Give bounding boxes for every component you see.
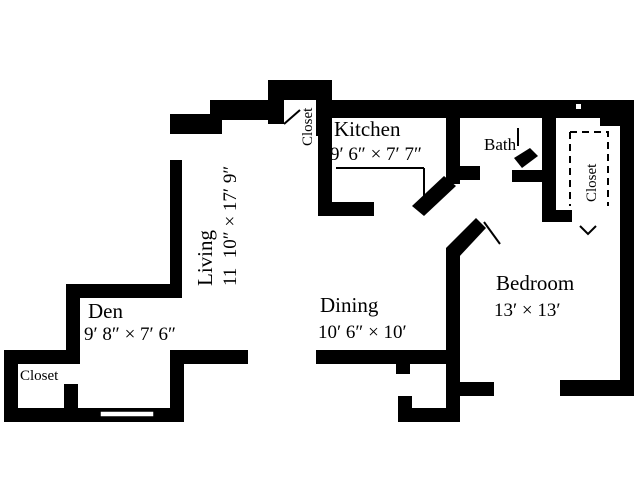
wall xyxy=(514,148,538,168)
wall xyxy=(412,176,456,216)
wall xyxy=(4,350,80,364)
wall xyxy=(64,384,78,414)
wall xyxy=(66,284,80,364)
kitchen-size: 9′ 6″ × 7′ 7″ xyxy=(330,144,422,165)
wall xyxy=(446,248,460,422)
bedroom-label: Bedroom xyxy=(496,271,574,295)
bedroom-closet-label: Closet xyxy=(584,163,600,202)
wall xyxy=(268,80,284,124)
wall xyxy=(316,350,456,364)
wall xyxy=(170,160,182,296)
dining-label: Dining xyxy=(320,293,379,317)
wall xyxy=(170,114,222,134)
wall xyxy=(398,408,460,422)
wall xyxy=(170,350,248,364)
bedroom-door-swing xyxy=(483,221,501,245)
dining-size: 10′ 6″ × 10′ xyxy=(318,322,407,343)
wall xyxy=(316,100,634,118)
wall xyxy=(170,350,184,420)
window-tick xyxy=(576,104,581,109)
wall xyxy=(396,360,410,374)
wall xyxy=(4,408,80,422)
wall xyxy=(542,114,556,220)
den-size: 9′ 8″ × 7′ 6″ xyxy=(84,324,176,345)
bedroom-closet-arrow xyxy=(579,225,597,236)
wall xyxy=(446,166,480,180)
bath-label: Bath xyxy=(484,135,517,154)
kitchen-label: Kitchen xyxy=(334,117,401,141)
wall xyxy=(210,100,280,120)
den-label: Den xyxy=(88,299,123,323)
entry-door-swing xyxy=(283,109,301,125)
bedroom-size: 13′ × 13′ xyxy=(494,300,561,321)
wall xyxy=(446,382,494,396)
wall xyxy=(542,210,572,222)
wall xyxy=(4,350,18,422)
living-size: 11 10″ × 17′ 9″ xyxy=(220,166,241,286)
den-closet-label: Closet xyxy=(20,368,59,384)
den-window xyxy=(99,410,155,418)
wall xyxy=(560,380,634,396)
entry-closet-label: Closet xyxy=(300,107,316,146)
walls xyxy=(4,80,634,422)
bedroom-closet-outline xyxy=(569,131,609,206)
wall xyxy=(512,170,542,182)
wall xyxy=(600,114,620,126)
living-label: Living xyxy=(193,230,217,286)
wall xyxy=(66,284,182,298)
wall xyxy=(318,202,374,216)
wall xyxy=(620,100,634,396)
wall xyxy=(318,118,332,216)
